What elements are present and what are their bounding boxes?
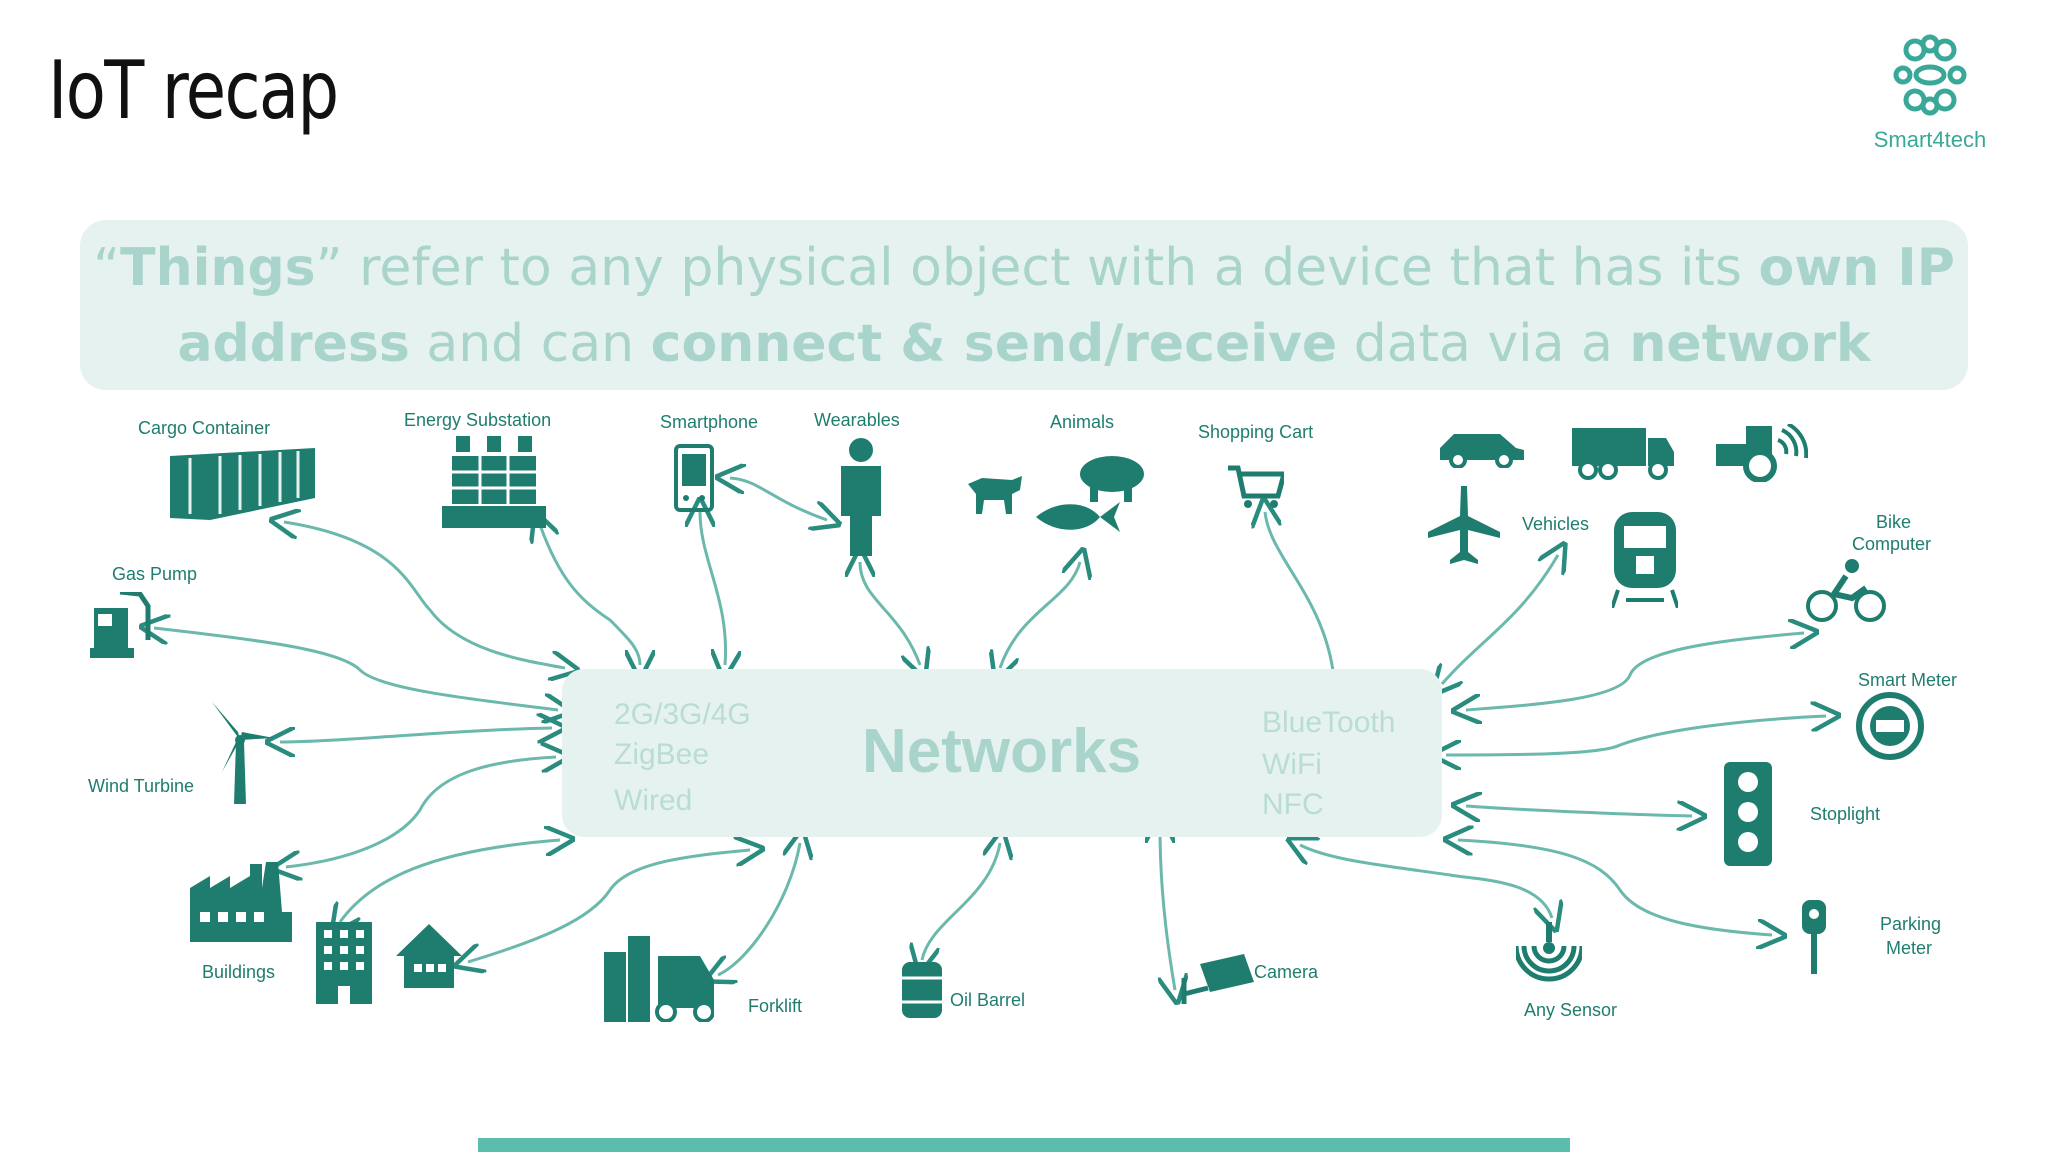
energy-substation-icon [442, 436, 546, 528]
oil-barrel-label: Oil Barrel [950, 990, 1026, 1010]
networks-box [562, 669, 1442, 837]
smartphone-label: Smartphone [660, 412, 759, 432]
parking-meter-icon [1802, 900, 1826, 974]
banner-text: ” refer to any physical object with a de… [315, 238, 1759, 298]
smartphone-icon [674, 444, 714, 512]
smart-meter-label: Smart Meter [1858, 670, 1958, 690]
gas-pump-label: Gas Pump [112, 564, 198, 584]
vehicles-label: Vehicles [1522, 514, 1590, 534]
cargo-container-icon [170, 448, 315, 520]
office-building-icon [316, 922, 372, 1004]
pig-icon [1080, 456, 1144, 502]
things-definition-banner: “Things” refer to any physical object wi… [80, 220, 1968, 390]
network-type: NFC [1262, 788, 1324, 821]
network-type: BlueTooth [1262, 706, 1396, 739]
parking-meter-label-line2: Meter [1886, 938, 1933, 958]
bottom-accent-bar [478, 1138, 1570, 1152]
wearables-person-icon [841, 438, 881, 556]
bike-computer-label-line1: Bike [1876, 512, 1912, 532]
forklift-icon [604, 936, 714, 1022]
banner-connect: connect & send/receive [650, 314, 1338, 374]
network-type: WiFi [1262, 748, 1322, 781]
animals-label: Animals [1050, 412, 1115, 432]
flower-logo-icon [1893, 34, 1967, 116]
tractor-icon [1716, 424, 1808, 482]
brand-logo: Smart4tech [1860, 30, 2000, 153]
camera-label: Camera [1254, 962, 1319, 982]
banner-text: data via a [1337, 314, 1630, 374]
car-icon [1440, 434, 1524, 468]
parking-meter-label-line1: Parking [1880, 914, 1942, 934]
wind-turbine-icon [212, 702, 274, 804]
factory-icon [190, 862, 292, 942]
cargo-container-label: Cargo Container [138, 418, 271, 438]
stoplight-label: Stoplight [1810, 804, 1881, 824]
forklift-label: Forklift [748, 996, 802, 1016]
banner-quote: “ [93, 238, 121, 298]
bike-computer-icon [1806, 559, 1886, 622]
wearables-label: Wearables [814, 410, 900, 430]
buildings-label: Buildings [202, 962, 276, 982]
brand-name: Smart4tech [1873, 127, 1987, 152]
energy-substation-label: Energy Substation [404, 410, 552, 430]
oil-barrel-icon [902, 962, 942, 1018]
stoplight-icon [1724, 762, 1772, 866]
fish-icon [1036, 502, 1120, 532]
banner-own-ip: own IP [1758, 238, 1955, 298]
gas-pump-icon [90, 592, 151, 658]
networks-title: Networks [862, 717, 1142, 786]
wind-turbine-label: Wind Turbine [88, 776, 195, 796]
train-icon [1612, 512, 1678, 608]
banner-things: Things [120, 238, 316, 298]
slide-title: IoT recap [48, 44, 339, 137]
banner-line-1: “Things” refer to any physical object wi… [80, 230, 1968, 306]
cow-icon [968, 476, 1022, 514]
banner-line-2: address and can connect & send/receive d… [80, 306, 1968, 382]
truck-icon [1572, 428, 1674, 480]
house-icon [396, 924, 462, 988]
security-camera-icon [1181, 954, 1254, 1004]
network-type: Wired [614, 784, 693, 817]
banner-network: network [1629, 314, 1871, 374]
network-type: 2G/3G/4G [614, 698, 751, 731]
banner-text: and can [409, 314, 651, 374]
shopping-cart-icon [1228, 465, 1284, 508]
any-sensor-label: Any Sensor [1524, 1000, 1618, 1020]
network-type: ZigBee [614, 738, 710, 771]
airplane-icon [1428, 486, 1500, 564]
sensor-icon [1516, 922, 1582, 982]
shopping-cart-label: Shopping Cart [1198, 422, 1314, 442]
bike-computer-label-line2: Computer [1852, 534, 1932, 554]
banner-address: address [177, 314, 410, 374]
smart-meter-icon [1856, 692, 1924, 760]
